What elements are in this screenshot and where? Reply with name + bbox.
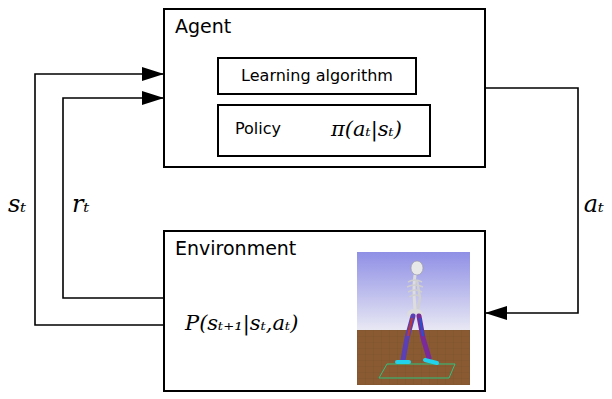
box-heading: Agent [175, 16, 231, 37]
box-label: Learning algorithm [241, 67, 393, 85]
transition-formula: P(sₜ₊₁|sₜ,aₜ) [185, 312, 298, 335]
agent-box: AgentLearning algorithmPolicy π(aₜ|sₜ) [163, 8, 486, 168]
signal-label: rₜ [70, 190, 91, 218]
learning-algorithm-box: Learning algorithm [217, 57, 417, 95]
signal-label: sₜ [6, 190, 28, 218]
box-label: Policy [235, 120, 281, 138]
signal-label: aₜ [582, 190, 606, 218]
environment-box: EnvironmentP(sₜ₊₁|sₜ,aₜ) [163, 230, 486, 392]
flow-arrow [486, 88, 578, 313]
box-heading: Environment [175, 238, 296, 259]
policy-formula: π(aₜ|sₜ) [331, 118, 402, 141]
policy-box: Policy π(aₜ|sₜ) [217, 104, 431, 157]
flow-arrow [35, 74, 163, 325]
walking-skeleton-illustration [357, 252, 470, 385]
flow-arrow [63, 98, 163, 298]
